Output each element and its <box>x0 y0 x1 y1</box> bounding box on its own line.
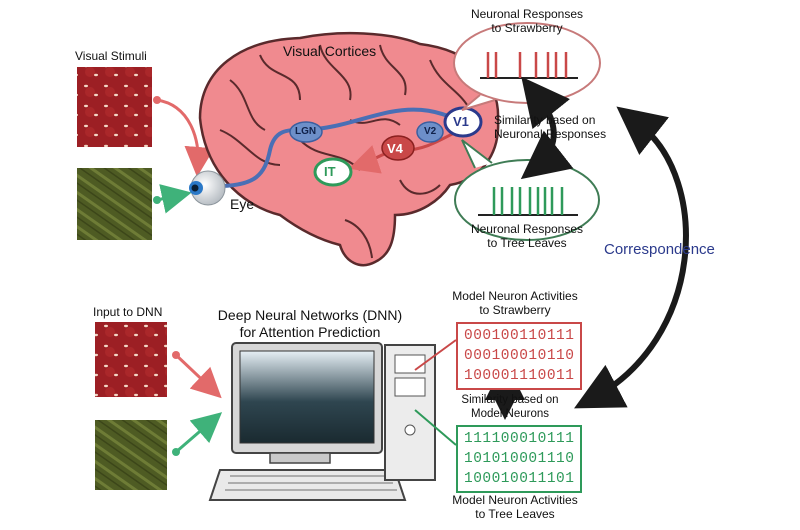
leaves-code-row: 100010011101 <box>464 471 575 487</box>
region-lgn <box>289 121 323 143</box>
region-it-label: IT <box>324 164 336 179</box>
leaves-code-box: 111100010111 101010001110 100010011101 <box>456 425 583 493</box>
computer-illustration <box>208 342 436 501</box>
stimulus-strawberry-image <box>77 67 152 147</box>
input-to-computer-arrows <box>172 351 223 456</box>
eye-label: Eye <box>230 196 255 212</box>
strawberry-code-pointer <box>414 339 457 371</box>
visual-stimuli-label: Visual Stimuli <box>75 49 147 63</box>
similarity-neuronal-arrow <box>520 76 574 180</box>
region-v2-label: V2 <box>424 126 437 137</box>
dnn-title: Deep Neural Networks (DNN)for Attention … <box>217 307 403 340</box>
strawberry-code-box: 000100110111 000100010110 100001110011 <box>456 322 583 390</box>
visual-cortices-label: Visual Cortices <box>283 43 377 59</box>
strawberry-code-row: 100001110011 <box>464 368 575 384</box>
correspondence-label: Correspondence <box>604 241 715 258</box>
input-to-dnn-label: Input to DNN <box>93 305 163 319</box>
region-v4 <box>381 135 415 161</box>
eye-icon <box>189 170 226 206</box>
leaves-code-row: 101010001110 <box>464 451 575 467</box>
dnn-input-leaves-image <box>95 420 167 490</box>
stimulus-to-eye-arrows <box>153 96 215 214</box>
region-it <box>313 157 353 187</box>
strawberry-code-row: 000100010110 <box>464 348 575 364</box>
correspondence-arrow <box>574 106 689 409</box>
region-v1-label: V1 <box>453 114 469 129</box>
region-lgn-label: LGN <box>295 126 317 137</box>
stimulus-leaves-image <box>77 168 152 240</box>
leaves-code-pointer <box>414 409 457 446</box>
region-v4-label: V4 <box>387 141 403 156</box>
dnn-input-strawberry-image <box>95 322 167 397</box>
strawberry-code-row: 000100110111 <box>464 328 575 344</box>
leaves-response-bubble <box>454 139 600 241</box>
leaves-code-row: 111100010111 <box>464 431 575 447</box>
region-v2 <box>416 121 444 143</box>
